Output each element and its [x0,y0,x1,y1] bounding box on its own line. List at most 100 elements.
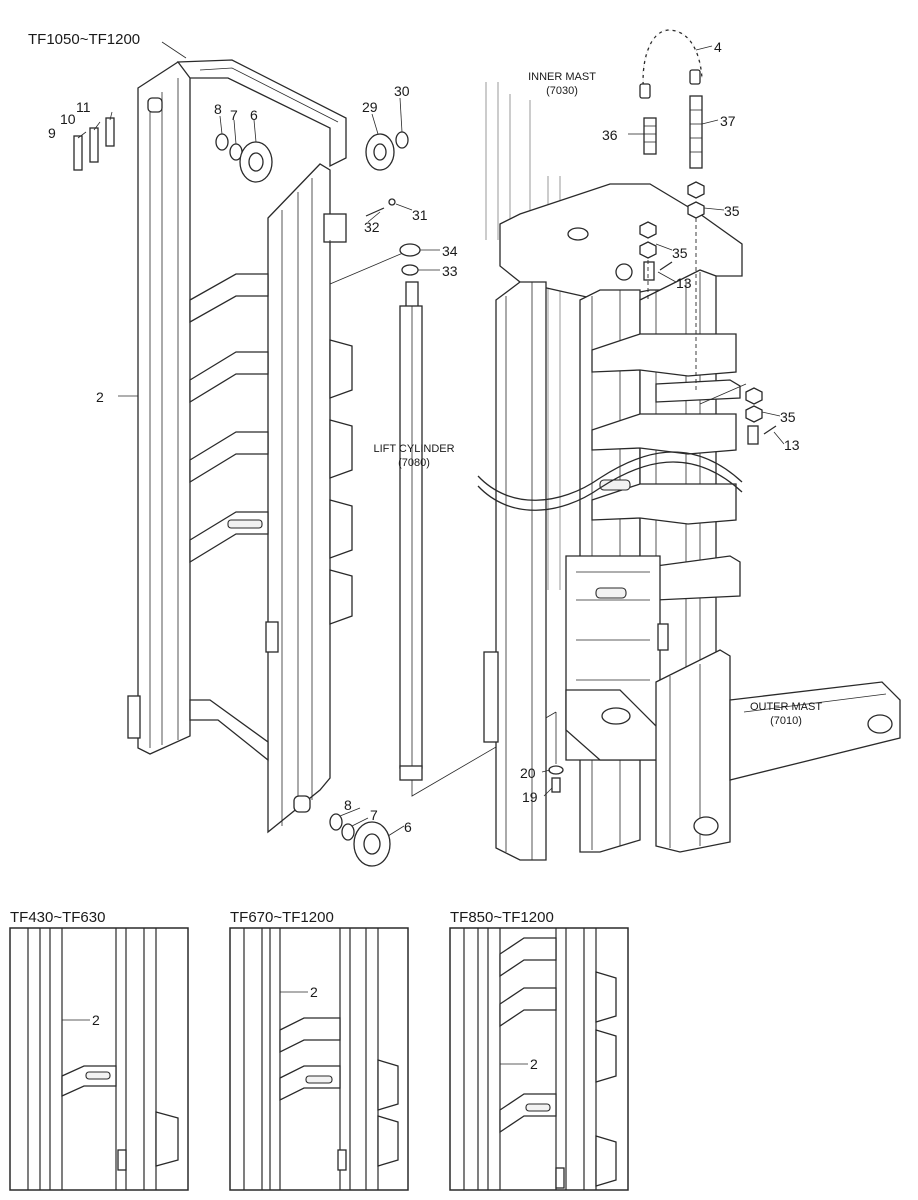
leader-lines-left [77,41,413,837]
nut [745,387,763,405]
snap-ring [395,131,409,149]
variant-2-title: TF670~TF1200 [230,909,334,926]
callout-6b: 6 [404,819,412,835]
outer-mast-assembly [477,29,901,861]
chain-anchor-block [323,213,347,243]
callout-13: 13 [676,275,692,291]
crossmember [591,333,737,377]
callout-37: 37 [720,113,736,129]
callout-7: 7 [230,107,238,123]
nut [687,201,705,219]
break-line [477,461,743,511]
outer-mast-code: (7010) [770,715,802,727]
crossmember [591,413,737,455]
variant-panel-2: TF670~TF1200 2 [229,909,409,1191]
model-range-main: TF1050~TF1200 [28,31,140,48]
lift-cylinder [399,243,557,797]
callout-35b: 35 [672,245,688,261]
callout-31: 31 [412,207,428,223]
bolt [551,777,561,793]
outer-mast-front-column [655,649,731,853]
washer [548,765,564,775]
callout-32: 32 [364,219,380,235]
callout-35: 35 [724,203,740,219]
callout-19: 19 [522,789,538,805]
inner-mast-assembly [127,59,353,834]
nut [639,221,657,239]
variant-panel-3: TF850~TF1200 2 [449,909,629,1191]
lift-cylinder-label: LIFT CYLINDER [373,443,454,455]
callout-8: 8 [214,101,222,117]
mount-boss [693,816,719,836]
callout-4: 4 [714,39,722,55]
shim [341,823,355,841]
callout-33: 33 [442,263,458,279]
nut [639,241,657,259]
o-ring [401,264,419,276]
crossmember [591,483,737,525]
cylinder-rod-top [405,281,419,309]
outer-mast-left-rail [495,281,547,861]
bolt [643,261,655,281]
outer-mast-crossbeam [729,681,901,781]
rail-pad-right [265,621,279,653]
shim-plate [105,117,115,147]
nut [687,181,705,199]
callout-7b: 7 [370,807,378,823]
callout-6: 6 [250,107,258,123]
rail-pad-left [127,695,141,739]
anchor-bolt [689,95,703,169]
anchor-bolt [643,117,657,155]
split-pin [763,425,777,435]
loose-parts-left [73,117,409,867]
roller-pin-bottom [293,795,311,813]
inner-mast-top-crossbar [176,59,347,168]
callout-20: 20 [520,765,536,781]
bracket-right [329,569,353,625]
callout-10: 10 [60,111,76,127]
callout-29: 29 [362,99,378,115]
bracket-right [329,339,353,399]
bracket-right [329,419,353,479]
lift-cylinder-code: (7080) [398,457,430,469]
callout-13b: 13 [784,437,800,453]
leader-lines-right [541,45,785,797]
crossmember [189,273,269,324]
callout-36: 36 [602,127,618,143]
shim-plate [73,135,83,171]
callouts: TF1050~TF1200 2 9 10 11 8 7 6 29 30 31 3… [28,31,822,835]
variant-1-title: TF430~TF630 [10,909,105,926]
callout-35c: 35 [780,409,796,425]
callout-2: 2 [96,389,104,405]
nut [745,405,763,423]
callout-11: 11 [76,99,91,115]
bolt [747,425,759,445]
cylinder-barrel [399,305,423,769]
variant-3-callout: 2 [530,1056,538,1072]
callout-30: 30 [394,83,410,99]
variant-3-title: TF850~TF1200 [450,909,554,926]
slot [227,519,263,529]
roller-pin-top [147,97,163,113]
callout-9: 9 [48,125,56,141]
split-pin [365,207,385,217]
crossmember [189,351,269,404]
inner-mast-left-rail [137,61,191,755]
lift-chain [642,29,703,97]
shim-plate [89,127,99,163]
cylinder-base [399,765,423,781]
callout-34: 34 [442,243,458,259]
inner-mast-code: (7030) [546,85,578,97]
inner-mast-right-rail [267,163,331,834]
split-pin [659,261,673,271]
inner-mast-bottom-cross [189,699,269,762]
crossmember [189,431,269,484]
snap-ring [215,133,229,151]
o-ring [399,243,421,257]
bracket-right [329,499,353,559]
variant-1-callout: 2 [92,1012,100,1028]
inner-mast-label: INNER MAST [528,71,596,83]
callout-8b: 8 [344,797,352,813]
pin [388,198,396,206]
